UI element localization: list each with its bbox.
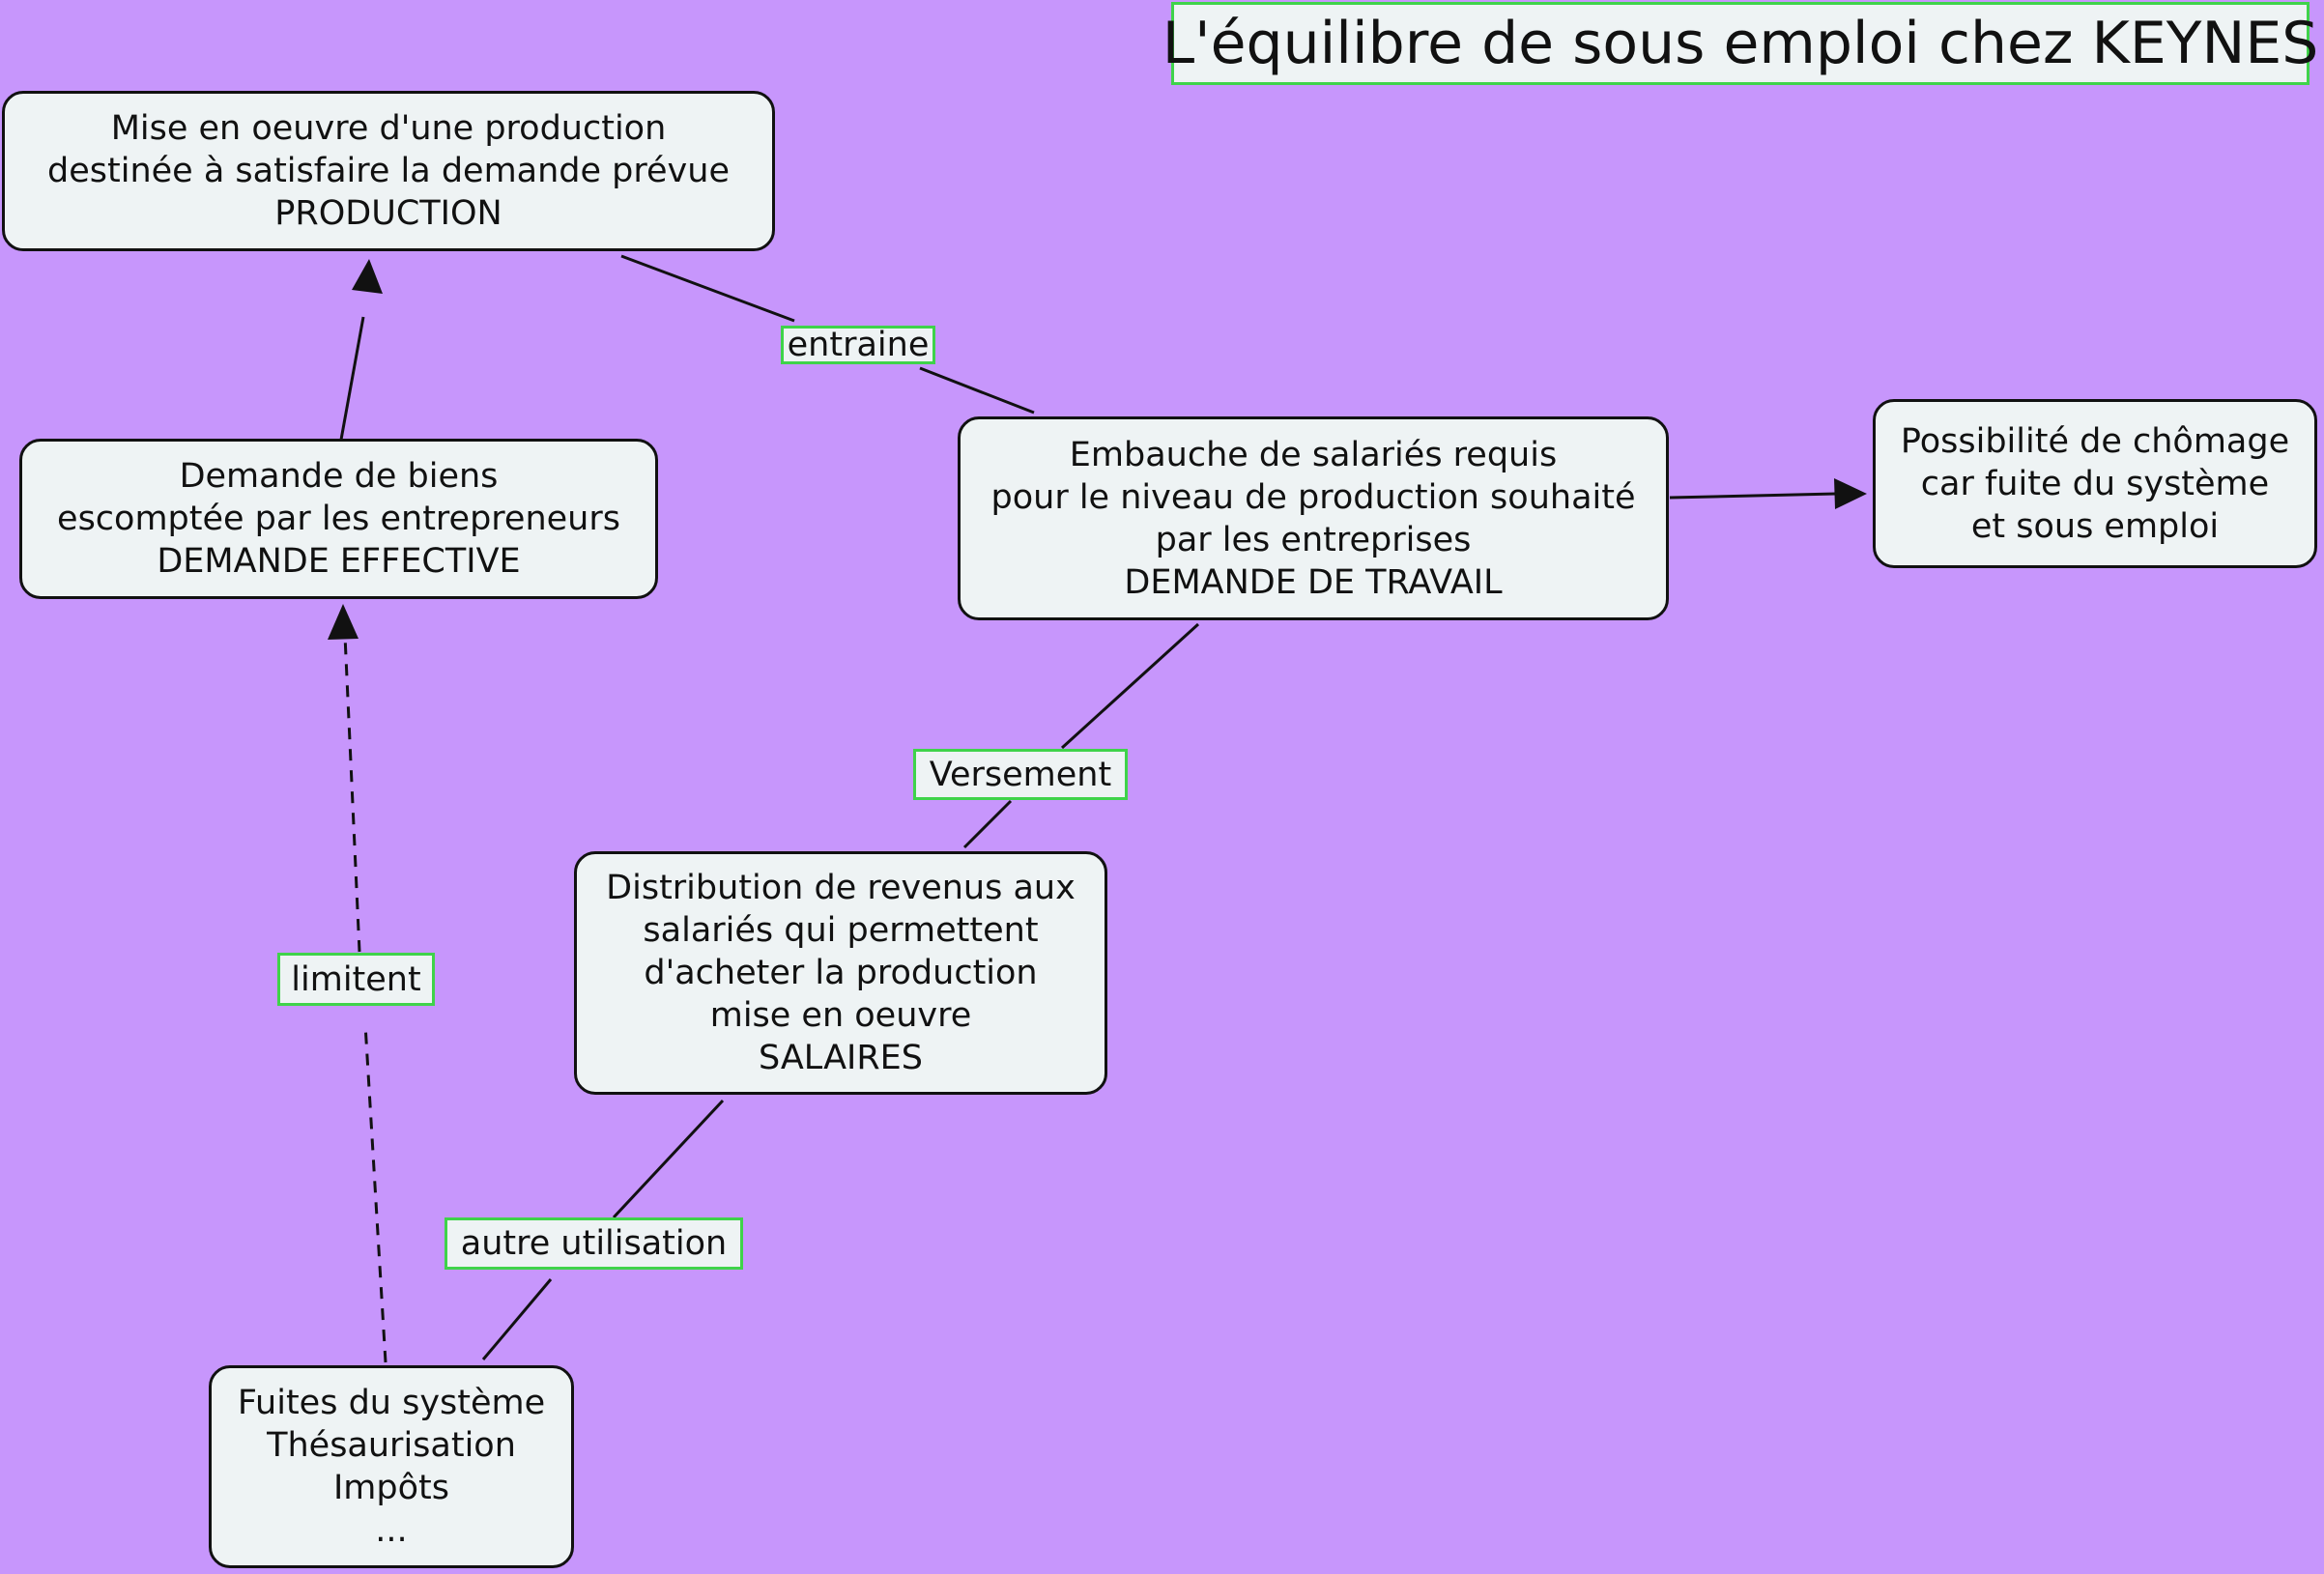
- connector-production-to-entraine: [620, 254, 795, 323]
- node-fuites-line-1: Fuites du système: [237, 1384, 546, 1422]
- node-chomage-line-2: car fuite du système: [1920, 464, 2270, 503]
- node-chomage-line-3: et sous emploi: [1970, 506, 2220, 546]
- link-label-entraine: entraine: [781, 326, 935, 364]
- node-demande-travail: Embauche de salariés requis pour le nive…: [958, 416, 1669, 620]
- node-demande-effective-line-1: Demande de biens: [179, 457, 499, 496]
- connector-limitent-to-demande-effective: [343, 635, 361, 953]
- connector-demande-travail-to-versement: [1060, 622, 1200, 750]
- node-salaires-line-3: d'acheter la production: [644, 954, 1038, 992]
- node-demande-travail-line-2: pour le niveau de production souhaité: [990, 477, 1636, 517]
- node-salaires-line-4: mise en oeuvre: [709, 996, 972, 1035]
- node-demande-effective-line-3: DEMANDE EFFECTIVE: [157, 542, 521, 581]
- node-salaires-line-2: salariés qui permettent: [643, 911, 1039, 950]
- arrowhead-demande-effective: [328, 604, 359, 640]
- connector-demande-travail-to-chomage: [1669, 492, 1837, 500]
- node-salaires: Distribution de revenus aux salariés qui…: [574, 851, 1107, 1095]
- connector-entraine-to-demande-travail: [919, 366, 1035, 415]
- link-label-limitent: limitent: [277, 953, 435, 1006]
- node-production-line-2: destinée à satisfaire la demande prévue: [47, 152, 730, 190]
- node-demande-travail-line-4: DEMANDE DE TRAVAIL: [1124, 562, 1503, 602]
- arrowhead-chomage: [1834, 478, 1867, 509]
- node-chomage-line-1: Possibilité de chômage: [1900, 421, 2290, 461]
- connector-salaires-to-autre-utilisation: [612, 1099, 725, 1219]
- node-demande-travail-line-1: Embauche de salariés requis: [1069, 435, 1558, 474]
- link-label-versement: Versement: [913, 749, 1128, 800]
- node-production-line-3: PRODUCTION: [274, 194, 502, 233]
- connector-fuites-to-limitent: [363, 1023, 387, 1363]
- node-fuites-line-2: Thésaurisation: [267, 1426, 516, 1465]
- node-fuites-line-4: ...: [375, 1511, 408, 1550]
- node-demande-travail-line-3: par les entreprises: [1155, 520, 1472, 559]
- node-salaires-line-1: Distribution de revenus aux: [606, 869, 1076, 907]
- connector-autre-utilisation-to-fuites: [481, 1278, 553, 1360]
- arrowhead-production: [352, 259, 383, 294]
- node-demande-effective-line-2: escomptée par les entrepreneurs: [57, 500, 620, 538]
- node-fuites: Fuites du système Thésaurisation Impôts …: [209, 1365, 574, 1568]
- link-label-autre-utilisation: autre utilisation: [445, 1217, 743, 1270]
- node-demande-effective: Demande de biens escomptée par les entre…: [19, 439, 658, 599]
- node-production-line-1: Mise en oeuvre d'une production: [110, 109, 667, 148]
- node-salaires-line-5: SALAIRES: [758, 1039, 924, 1077]
- node-chomage: Possibilité de chômage car fuite du syst…: [1873, 399, 2317, 568]
- connector-demande-to-production: [339, 316, 365, 441]
- diagram-title: L'équilibre de sous emploi chez KEYNES: [1162, 2, 2318, 85]
- node-production: Mise en oeuvre d'une production destinée…: [2, 91, 775, 251]
- connector-versement-to-salaires: [962, 799, 1013, 849]
- node-fuites-line-3: Impôts: [332, 1469, 449, 1507]
